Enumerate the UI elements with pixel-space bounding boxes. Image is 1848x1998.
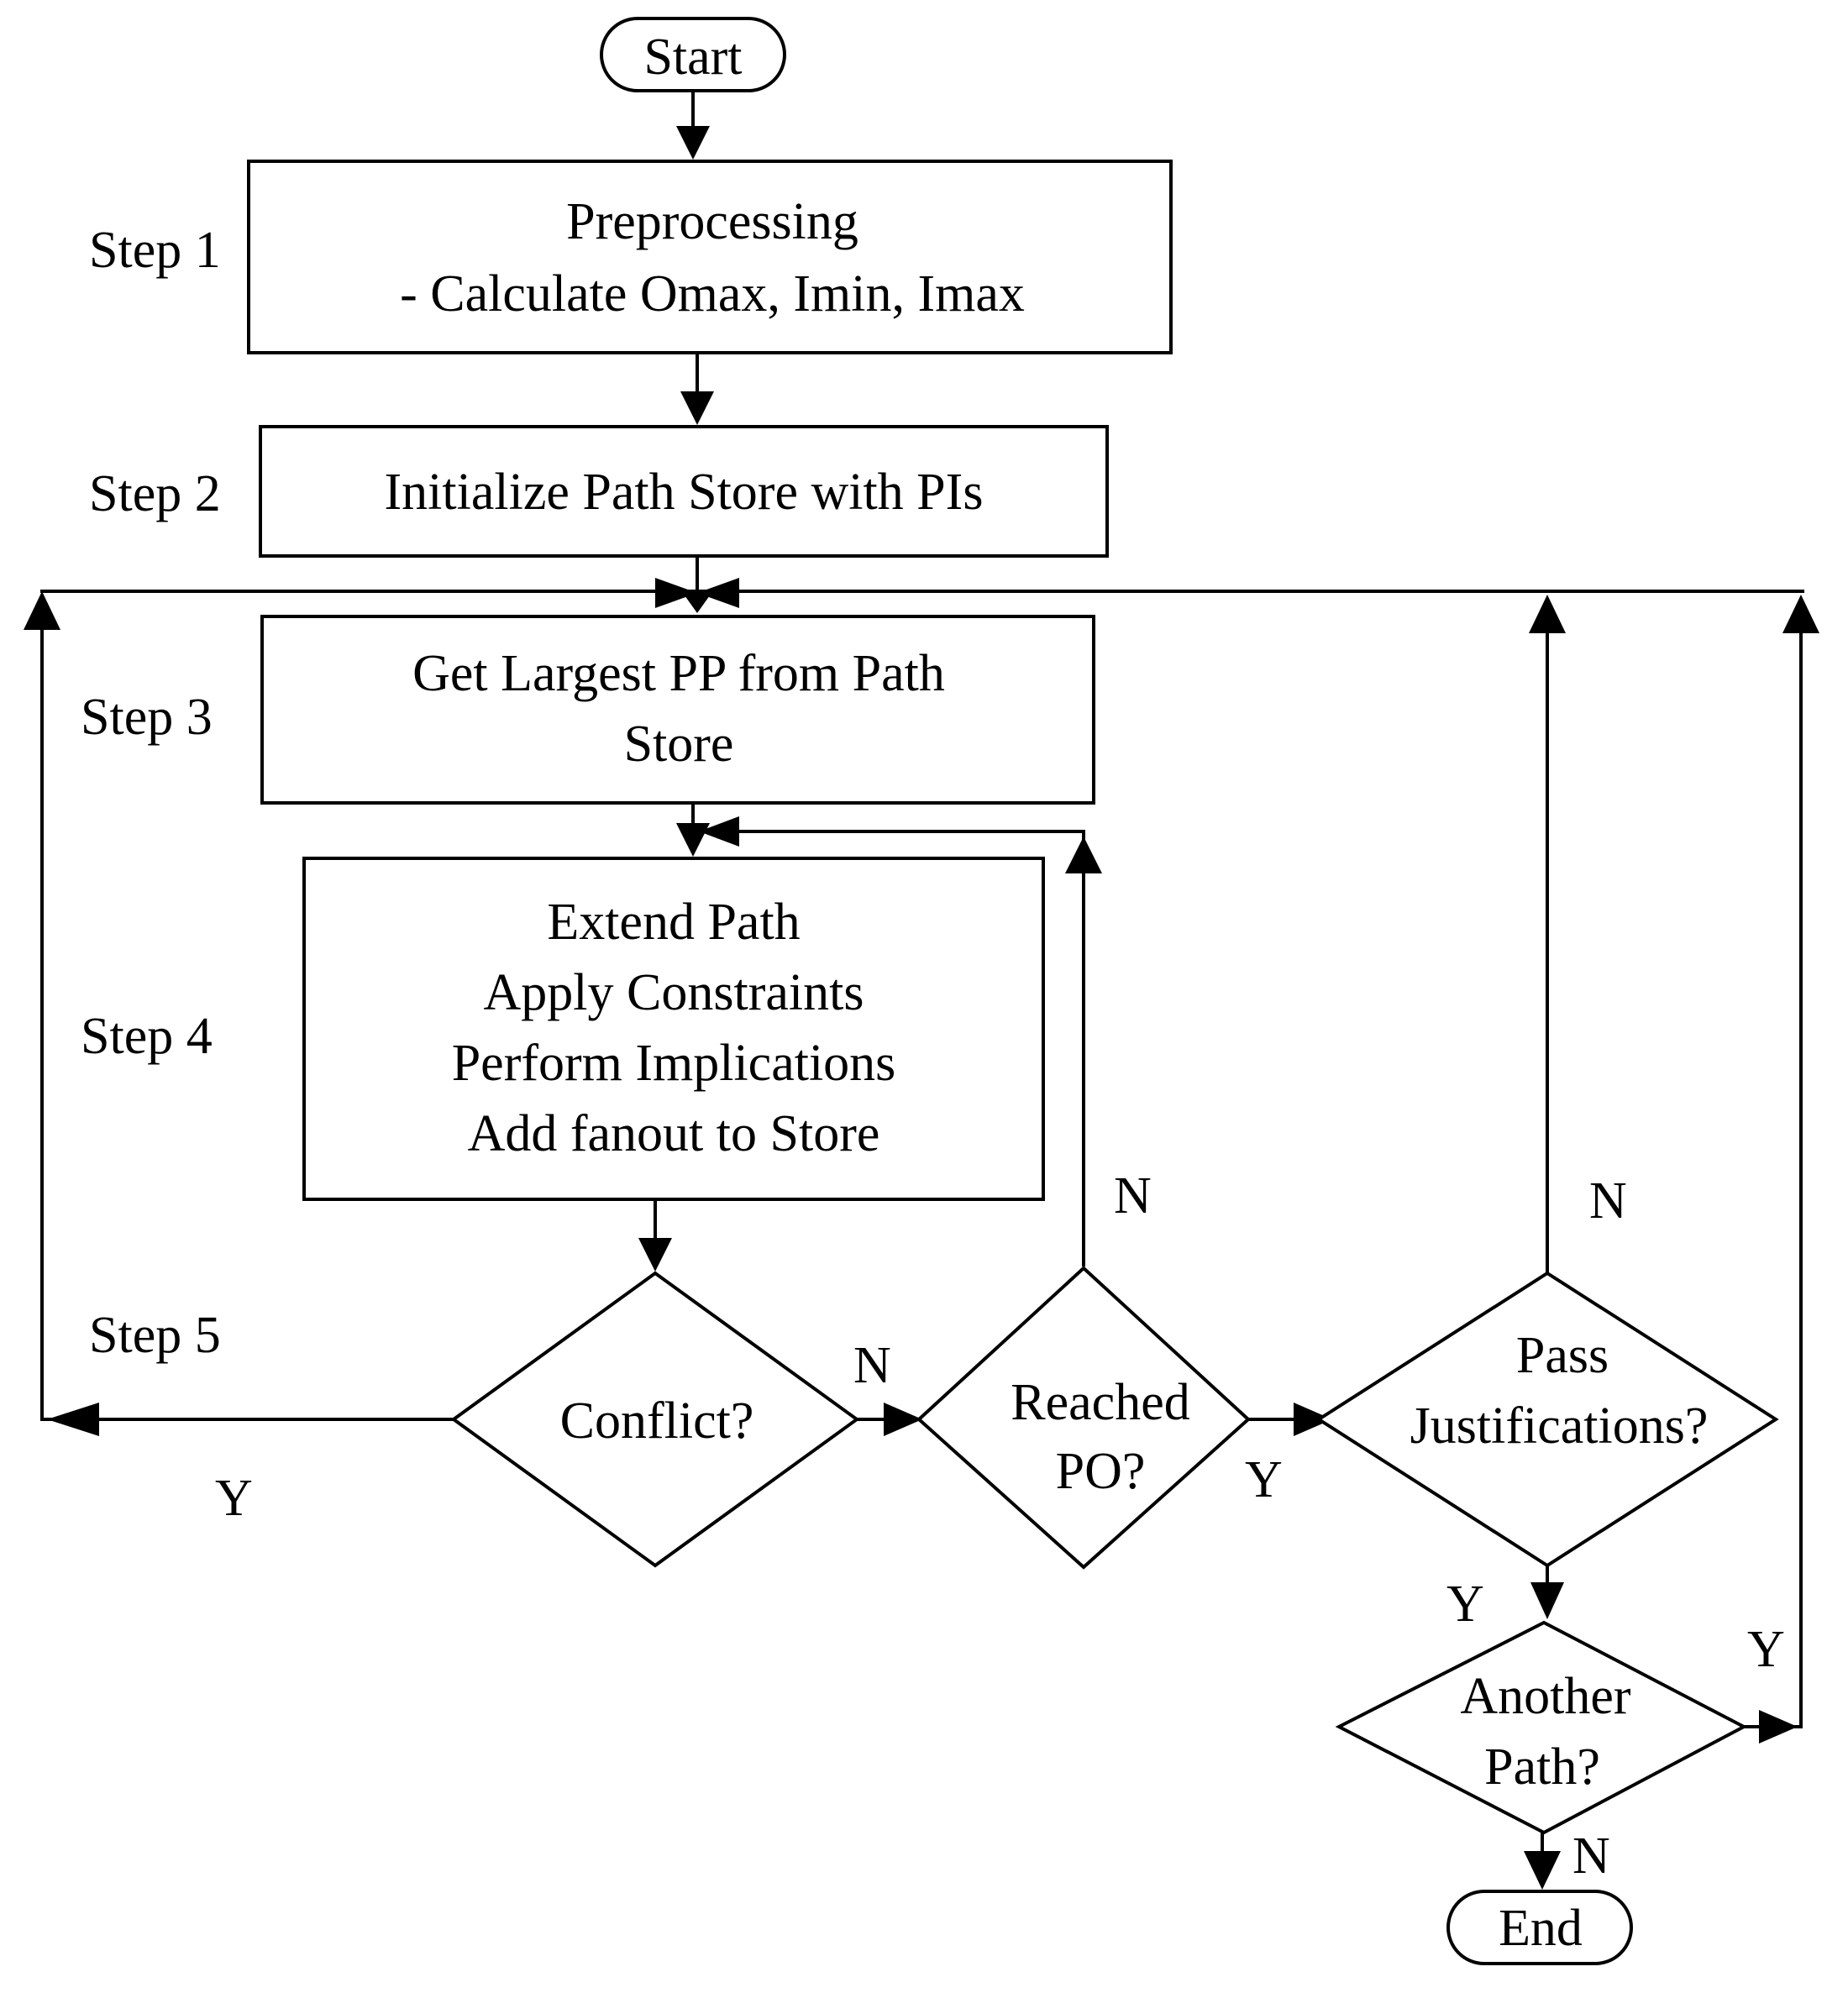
conflict-no-label: N xyxy=(853,1337,891,1394)
pass-just-line-1: Pass xyxy=(1516,1327,1609,1384)
get-largest-line-1: Get Largest PP from Path xyxy=(412,645,945,702)
pass-just-no-label: N xyxy=(1589,1172,1627,1230)
preprocessing-box: Preprocessing - Calculate Omax, Imin, Im… xyxy=(247,160,1173,354)
extend-box: Extend Path Apply Constraints Perform Im… xyxy=(302,857,1045,1201)
step-5-label: Step 5 xyxy=(89,1307,221,1364)
reached-po-line-2: PO? xyxy=(1056,1443,1146,1500)
extend-line-2: Apply Constraints xyxy=(484,964,864,1021)
step-3-label: Step 3 xyxy=(81,689,213,746)
preprocessing-detail: - Calculate Omax, Imin, Imax xyxy=(400,265,1025,323)
another-path-line-2: Path? xyxy=(1484,1738,1600,1796)
reached-po-line-1: Reached xyxy=(1011,1374,1189,1431)
end-label: End xyxy=(1499,1900,1583,1957)
conflict-text: Conflict? xyxy=(560,1392,754,1450)
step-2-label: Step 2 xyxy=(89,465,221,522)
another-path-yes-label: Y xyxy=(1747,1621,1785,1678)
pass-justifications-decision: Pass Justifications? xyxy=(1315,1271,1779,1568)
another-path-no-label: N xyxy=(1572,1828,1610,1885)
extend-line-4: Add fanout to Store xyxy=(468,1105,880,1162)
another-path-decision: Another Path? xyxy=(1335,1620,1748,1835)
initialize-box: Initialize Path Store with PIs xyxy=(259,425,1109,558)
pass-just-yes-label: Y xyxy=(1446,1576,1484,1633)
step-4-label: Step 4 xyxy=(81,1008,213,1065)
get-largest-line-2: Store xyxy=(624,716,734,773)
another-path-line-1: Another xyxy=(1460,1668,1631,1725)
reached-po-no-label: N xyxy=(1114,1167,1152,1224)
start-label: Start xyxy=(643,29,742,86)
get-largest-box: Get Largest PP from Path Store xyxy=(260,615,1095,805)
conflict-yes-label: Y xyxy=(215,1470,253,1527)
reached-po-decision: Reached PO? xyxy=(916,1266,1251,1570)
start-terminal: Start xyxy=(600,17,786,92)
extend-line-3: Perform Implications xyxy=(452,1035,896,1092)
conflict-decision: Conflict? xyxy=(450,1271,860,1568)
end-terminal: End xyxy=(1446,1890,1633,1965)
pass-just-line-2: Justifications? xyxy=(1410,1398,1709,1455)
reached-po-yes-label: Y xyxy=(1245,1451,1283,1508)
step-1-label: Step 1 xyxy=(89,222,221,279)
extend-line-1: Extend Path xyxy=(547,894,800,951)
preprocessing-title: Preprocessing xyxy=(566,193,858,250)
initialize-text: Initialize Path Store with PIs xyxy=(385,464,984,521)
